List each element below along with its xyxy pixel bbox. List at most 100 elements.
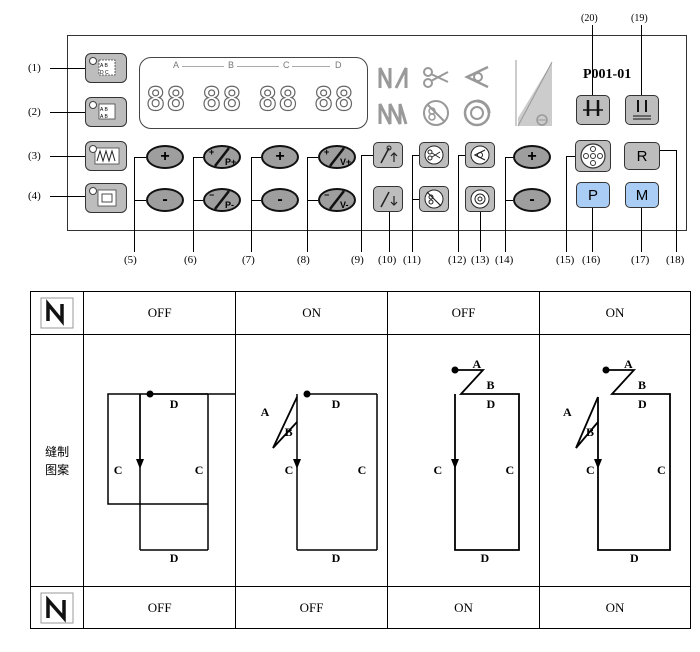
m-key[interactable]: M [625, 182, 659, 208]
minus-p-key[interactable]: − P- [203, 188, 241, 212]
point-b-top: B [637, 378, 646, 392]
scissors-off-icon [424, 189, 444, 209]
pattern-table: OFF ON OFF ON 缝制 图案 D [29, 291, 692, 629]
stitch-pattern-4: A B A B D C C D [540, 335, 690, 586]
leader-line [361, 155, 362, 252]
table-cell: ON [538, 291, 692, 335]
table-cell: OFF [235, 586, 389, 629]
leader-line [50, 156, 85, 157]
minus-key-14[interactable]: - [513, 188, 551, 212]
led-indicator [89, 187, 97, 195]
table-row: OFF OFF ON ON [29, 586, 692, 629]
needle-stop-key[interactable] [625, 95, 659, 125]
svg-text:P-: P- [225, 200, 234, 210]
leader-line [505, 200, 513, 201]
point-d-bottom: D [331, 551, 341, 565]
point-d-top: D [637, 397, 647, 411]
callout-10: (10) [378, 254, 397, 266]
minus-p-icon: − P- [209, 190, 234, 210]
pattern-key-1[interactable]: A B D C [85, 53, 127, 83]
point-c-left: C [113, 463, 123, 477]
plus-key-5[interactable]: + [146, 145, 184, 169]
p-key[interactable]: P [576, 182, 610, 208]
display-section-a: A [173, 60, 180, 70]
minus-key-5[interactable]: - [146, 188, 184, 212]
section-divider [237, 66, 279, 67]
table-cell: A B D C C D [387, 334, 540, 587]
minus-v-key[interactable]: − V- [318, 188, 356, 212]
speed-dial-icon [470, 189, 490, 209]
point-b: B [486, 378, 495, 392]
table-cell: D C C D [83, 334, 237, 587]
thread-trim-key[interactable] [419, 142, 449, 168]
pattern-key-3[interactable] [85, 141, 127, 171]
point-d-bottom: D [169, 551, 179, 565]
square-pattern-icon [97, 189, 117, 207]
scissors-icon [424, 145, 444, 165]
bobbin-icon [580, 143, 606, 169]
leader-line [505, 157, 506, 252]
leader-line [134, 157, 146, 158]
segment-digits-c: 88 [257, 79, 299, 118]
plus-key-7[interactable]: + [261, 145, 299, 169]
minus-v-icon: − V- [324, 190, 349, 210]
display-section-d: D [335, 60, 342, 70]
bottom-status-4: ON [605, 599, 625, 615]
callout-15: (15) [556, 254, 575, 266]
leader-line [50, 112, 85, 113]
callout-20: (20) [581, 13, 598, 24]
callout-2: (2) [28, 106, 41, 118]
leader-line [505, 157, 513, 158]
stitch-path [106, 390, 235, 551]
pattern-key-4[interactable] [85, 183, 127, 213]
presser-foot-down-key[interactable] [373, 186, 403, 212]
leader-line [641, 25, 642, 95]
point-a: A [260, 405, 270, 419]
top-status-3: OFF [451, 305, 476, 320]
svg-text:A B: A B [100, 63, 108, 69]
point-a-left: A [562, 405, 572, 419]
table-cell: ON [538, 586, 692, 629]
leader-line [307, 157, 318, 158]
point-c-left: C [585, 463, 595, 477]
thread-trim-status-icon [423, 67, 449, 88]
presser-foot-down-icon [380, 191, 398, 208]
r-key[interactable]: R [624, 142, 660, 170]
stitch-pattern-3: A B D C C D [389, 335, 539, 586]
leader-line [458, 155, 459, 252]
needle-position-key[interactable] [576, 95, 610, 125]
svg-text:+: + [324, 147, 329, 157]
segment-digits-d: 88 [313, 79, 355, 118]
led-indicator [89, 101, 97, 109]
section-divider [292, 66, 330, 67]
bobbin-key[interactable] [575, 140, 611, 172]
tension-key[interactable] [465, 142, 495, 168]
leader-line [676, 150, 677, 252]
table-cell: OFF [387, 291, 540, 335]
top-status-1: OFF [147, 305, 172, 320]
leader-line [566, 156, 567, 252]
svg-text:P+: P+ [225, 157, 236, 167]
svg-text:A B: A B [100, 114, 108, 120]
stitch-path [450, 366, 520, 551]
stitch-pattern-2: A B D C C D [237, 335, 387, 586]
table-cell: A B D C C D [235, 334, 389, 587]
point-d-bottom: D [629, 551, 639, 565]
led-display: A B C D 88 88 88 88 [139, 57, 368, 129]
svg-text:D C: D C [100, 70, 109, 76]
callout-9: (9) [351, 254, 364, 266]
segment-digits-b: 88 [201, 79, 243, 118]
presser-foot-up-key[interactable] [373, 142, 403, 168]
pattern-key-2[interactable]: A B A B [85, 97, 127, 127]
plus-key-14[interactable]: + [513, 145, 551, 169]
callout-8: (8) [297, 254, 310, 266]
thread-trim-off-icon [423, 100, 449, 126]
leader-line [251, 157, 252, 252]
callout-3: (3) [28, 150, 41, 162]
thread-trim-off-key[interactable] [419, 186, 449, 212]
plus-v-key[interactable]: + V+ [318, 145, 356, 169]
leader-line [50, 196, 85, 197]
minus-key-7[interactable]: - [261, 188, 299, 212]
speed-key[interactable] [465, 186, 495, 212]
plus-p-key[interactable]: + P+ [203, 145, 241, 169]
